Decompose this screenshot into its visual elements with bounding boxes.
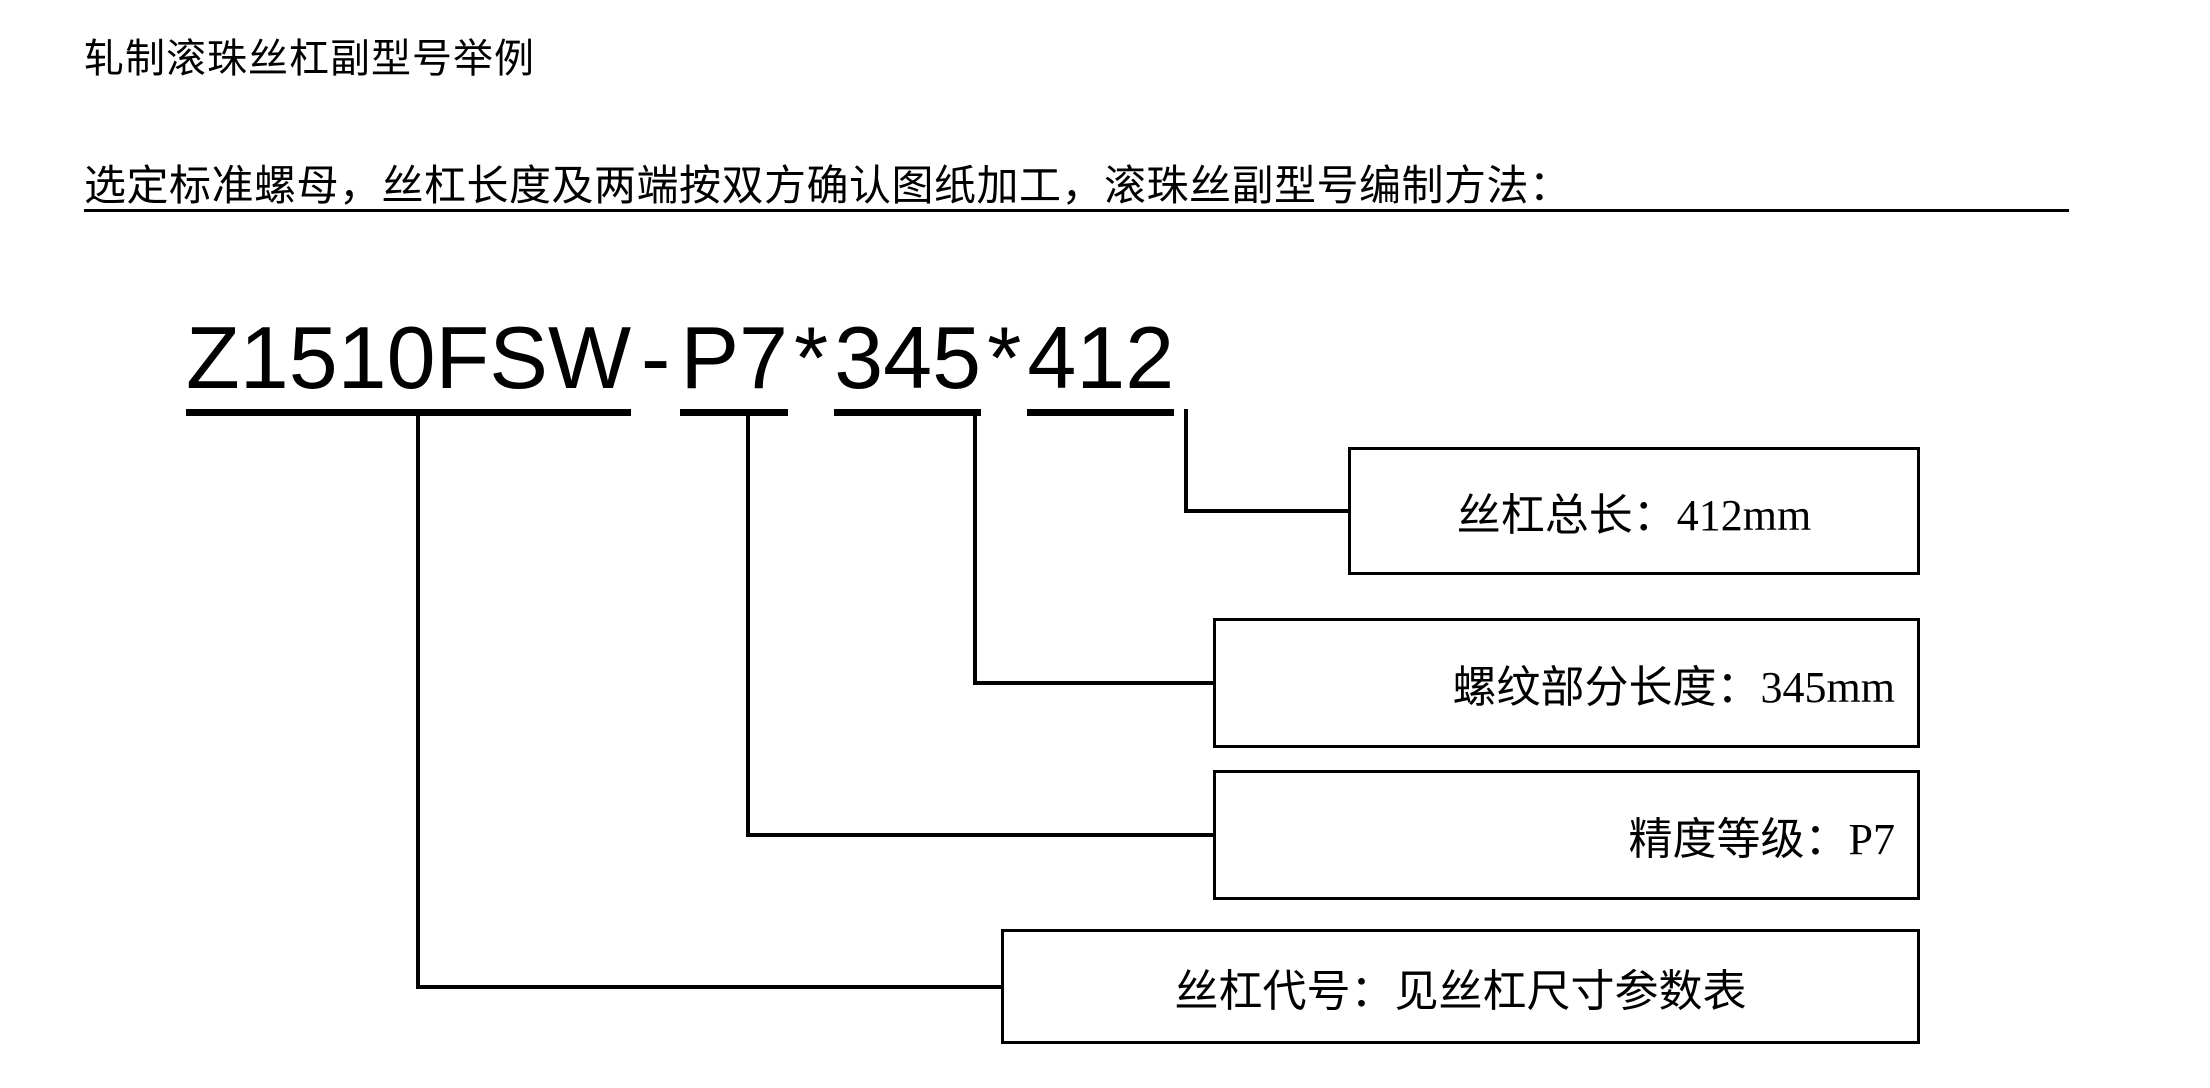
code-segment-accuracy-grade: P7 [680, 308, 788, 416]
model-number-row: Z1510FSW-P7*345*412 [186, 308, 1175, 416]
callout-screw-code: 丝杠代号：见丝杠尺寸参数表 [1001, 929, 1920, 1044]
callout-thread-length: 螺纹部分长度：345mm [1213, 618, 1920, 748]
subtitle-underline [84, 209, 2069, 212]
leader-thread-length [973, 409, 1213, 685]
code-separator-asterisk-1: * [793, 308, 829, 407]
leader-total-length [1184, 409, 1348, 513]
page-title: 轧制滚珠丝杠副型号举例 [84, 36, 535, 81]
code-segment-thread-length: 345 [834, 308, 982, 416]
callout-total-length: 丝杠总长：412mm [1348, 447, 1920, 575]
leader-accuracy-grade [746, 409, 1213, 837]
code-separator-asterisk-2: * [987, 308, 1022, 407]
subtitle-block: 选定标准螺母，丝杠长度及两端按双方确认图纸加工，滚珠丝副型号编制方法： [84, 152, 2069, 214]
subtitle-text: 选定标准螺母，丝杠长度及两端按双方确认图纸加工，滚珠丝副型号编制方法： [84, 164, 1572, 210]
code-separator-dash: - [641, 308, 671, 407]
code-segment-total-length: 412 [1027, 308, 1175, 416]
code-segment-screw-code: Z1510FSW [186, 308, 632, 416]
callout-accuracy-grade: 精度等级：P7 [1213, 770, 1920, 900]
leader-screw-code [416, 409, 1001, 989]
